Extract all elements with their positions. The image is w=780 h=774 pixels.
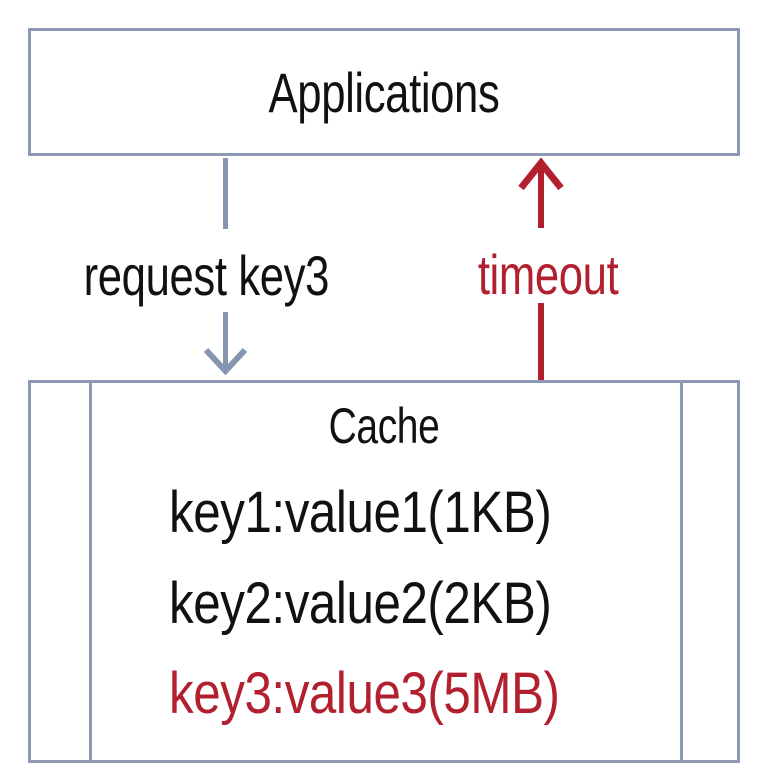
cache-entry-key2-text: key2:value2(2KB) [169,570,552,636]
timeout-arrow-label-text: timeout [477,242,619,306]
cache-entry-key3: key3:value3(5MB) [169,661,628,726]
cache-box-title-wrap: Cache [31,398,737,454]
cache-box: Cache key1:value1(1KB) key2:value2(2KB) … [28,380,740,763]
cache-box-title: Cache [328,398,440,454]
cache-entry-key1: key1:value1(1KB) [169,480,619,545]
timeout-arrow-label: timeout [468,243,628,306]
cache-right-divider [680,383,683,760]
applications-box-label: Applications [268,60,500,124]
cache-entry-key2: key2:value2(2KB) [169,571,619,636]
cache-entry-key1-text: key1:value1(1KB) [169,479,552,545]
cache-left-divider [89,383,92,760]
applications-box: Applications [28,28,740,156]
request-arrow-label: request key3 [70,244,342,307]
request-arrow-label-text: request key3 [83,243,329,307]
cache-entry-key3-text: key3:value3(5MB) [169,660,560,726]
